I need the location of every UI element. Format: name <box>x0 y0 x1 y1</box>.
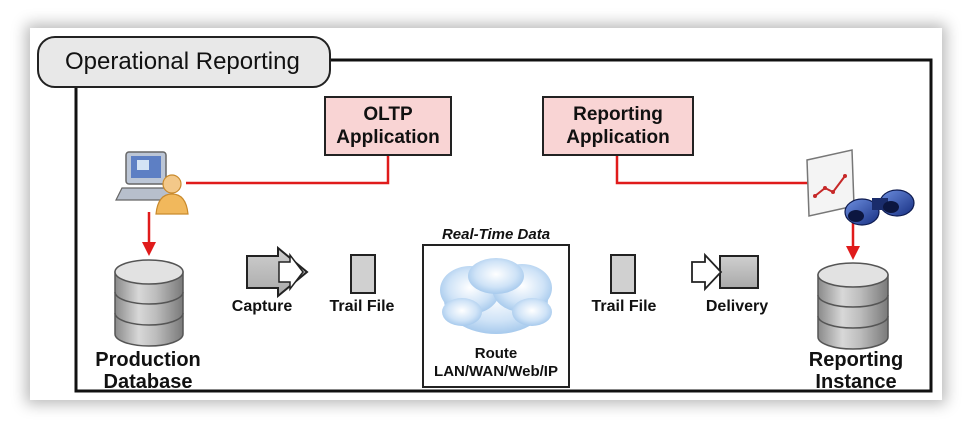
capture-arrow-icon <box>246 245 309 299</box>
chart-binoculars-icon <box>806 149 915 226</box>
capture-label: Capture <box>231 298 293 315</box>
production-db-line1: Production <box>95 349 201 371</box>
delivery-arrow-icon <box>691 252 759 292</box>
reporting-app-label-line1: Reporting <box>573 104 663 125</box>
arrowhead-right <box>846 246 860 260</box>
reporting-application-box: Reporting Application <box>542 96 694 156</box>
database-icon-production <box>114 259 184 347</box>
arrowhead-left <box>142 242 156 256</box>
oltp-connector <box>186 156 390 185</box>
production-db-line2: Database <box>103 371 193 393</box>
route-label: Route LAN/WAN/Web/IP <box>434 345 558 381</box>
trail-file-label-left: Trail File <box>329 298 395 315</box>
cloud-icon <box>440 258 552 334</box>
reporting-connector <box>615 156 812 185</box>
delivery-label: Delivery <box>705 298 769 315</box>
database-icon-reporting <box>817 262 889 350</box>
diagram-title: Operational Reporting <box>37 36 331 88</box>
production-database-label: Production Database <box>95 349 201 393</box>
reporting-instance-line2: Instance <box>815 371 897 393</box>
user-computer-icon <box>115 151 189 215</box>
reporting-instance-line1: Reporting <box>808 349 904 371</box>
route-label-line2: LAN/WAN/Web/IP <box>434 363 558 380</box>
realtime-data-label: Real-Time Data <box>441 226 551 243</box>
trail-file-label-right: Trail File <box>591 298 657 315</box>
route-label-line1: Route <box>474 345 518 362</box>
reporting-app-label-line2: Application <box>566 127 670 148</box>
oltp-application-box: OLTP Application <box>324 96 452 156</box>
oltp-label-line2: Application <box>336 127 440 148</box>
connectors <box>147 156 855 248</box>
trail-file-icon-left <box>350 254 376 294</box>
reporting-instance-label: Reporting Instance <box>809 349 903 393</box>
trail-file-icon-right <box>610 254 636 294</box>
oltp-label-line1: OLTP <box>363 104 413 125</box>
main-border <box>74 58 933 393</box>
